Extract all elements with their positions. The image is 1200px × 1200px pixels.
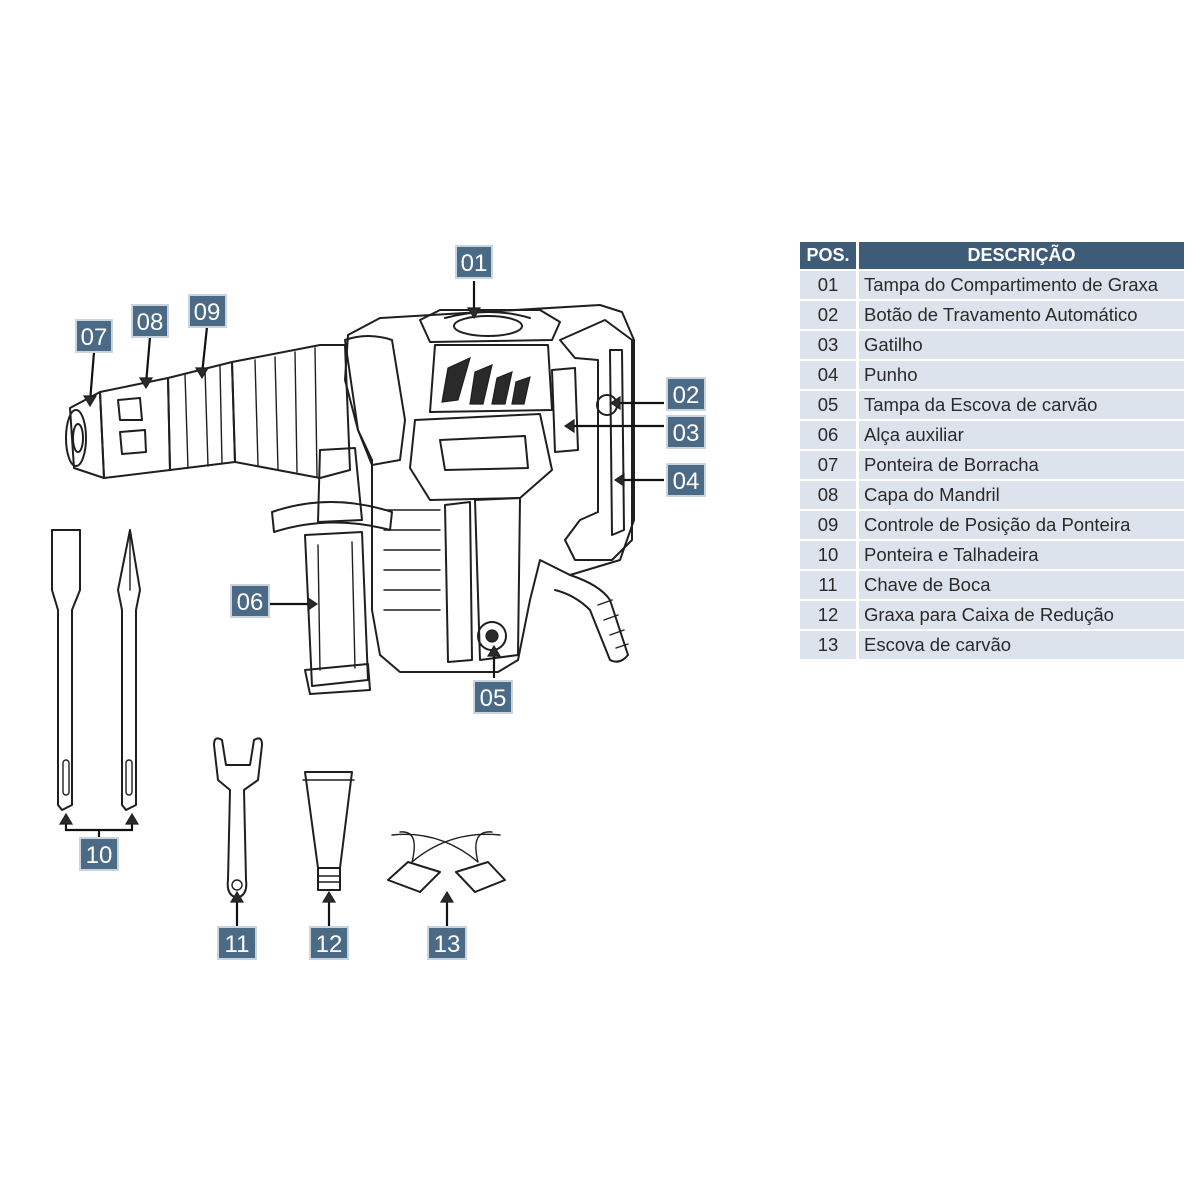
chisel-and-point-illustration	[51, 529, 141, 811]
row-description: Ponteira de Borracha	[859, 451, 1184, 479]
row-position: 03	[800, 331, 859, 359]
row-description: Alça auxiliar	[859, 421, 1184, 449]
demolition-hammer-illustration	[65, 304, 635, 695]
grease-tube-illustration	[302, 771, 355, 891]
callout-05-label: 05	[480, 685, 507, 712]
row-position: 09	[800, 511, 859, 539]
callout-02: 02	[666, 377, 706, 411]
callout-11-label: 11	[225, 931, 250, 958]
callout-08-label: 08	[137, 309, 164, 336]
callout-10-label: 10	[86, 842, 113, 869]
column-header-pos: POS.	[800, 242, 859, 269]
callout-06: 06	[230, 584, 270, 618]
callout-04-label: 04	[673, 468, 700, 495]
row-description: Controle de Posição da Ponteira	[859, 511, 1184, 539]
row-position: 08	[800, 481, 859, 509]
callout-07-label: 07	[81, 324, 108, 351]
carbon-brushes-illustration	[387, 831, 506, 893]
callout-01-label: 01	[461, 250, 488, 277]
callout-11: 11	[217, 926, 257, 960]
pin-wrench-illustration	[213, 737, 263, 899]
column-header-description: DESCRIÇÃO	[859, 242, 1184, 269]
callout-03-label: 03	[673, 420, 700, 447]
row-description: Escova de carvão	[859, 631, 1184, 659]
row-description: Punho	[859, 361, 1184, 389]
callout-07: 07	[75, 319, 113, 353]
row-position: 05	[800, 391, 859, 419]
row-position: 06	[800, 421, 859, 449]
row-position: 11	[800, 571, 859, 599]
row-description: Tampa do Compartimento de Graxa	[859, 271, 1184, 299]
callout-05: 05	[473, 680, 513, 714]
table-header-row: POS. DESCRIÇÃO	[800, 242, 1184, 269]
leader-arrows	[58, 281, 664, 926]
callout-04: 04	[666, 463, 706, 497]
callout-12: 12	[309, 926, 349, 960]
callout-09-label: 09	[194, 299, 221, 326]
row-position: 13	[800, 631, 859, 659]
row-position: 07	[800, 451, 859, 479]
row-position: 02	[800, 301, 859, 329]
row-position: 04	[800, 361, 859, 389]
row-description: Tampa da Escova de carvão	[859, 391, 1184, 419]
row-description: Chave de Boca	[859, 571, 1184, 599]
callout-01: 01	[455, 245, 493, 279]
callout-10: 10	[79, 837, 119, 871]
row-position: 01	[800, 271, 859, 299]
row-position: 10	[800, 541, 859, 569]
callout-13: 13	[427, 926, 467, 960]
callout-03: 03	[666, 415, 706, 449]
row-description: Botão de Travamento Automático	[859, 301, 1184, 329]
row-position: 12	[800, 601, 859, 629]
callout-06-label: 06	[237, 589, 264, 616]
callout-02-label: 02	[673, 382, 700, 409]
callout-13-label: 13	[434, 931, 461, 958]
row-description: Gatilho	[859, 331, 1184, 359]
row-description: Capa do Mandril	[859, 481, 1184, 509]
row-description: Ponteira e Talhadeira	[859, 541, 1184, 569]
row-description: Graxa para Caixa de Redução	[859, 601, 1184, 629]
callout-09: 09	[188, 294, 227, 328]
callout-12-label: 12	[316, 931, 343, 958]
callout-08: 08	[131, 304, 169, 338]
